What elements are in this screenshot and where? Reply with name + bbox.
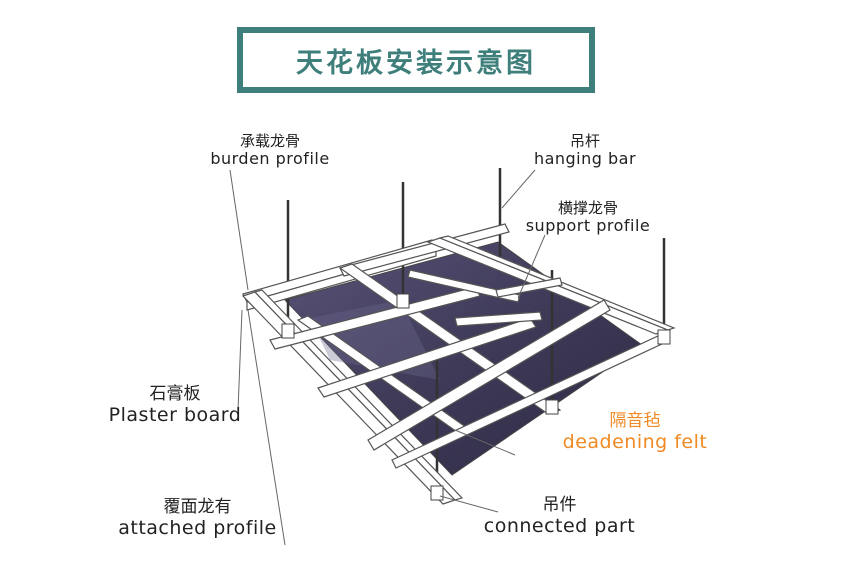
label-support-zh: 横撑龙骨 [557,199,618,217]
diagram-title: 天花板安装示意图 [296,47,536,79]
label-burden-en: burden profile [210,149,330,169]
support-profiles [269,269,665,469]
burden-profiles [242,223,510,311]
title-frame: 天花板安装示意图 [237,27,595,93]
label-deadening-felt: 隔音毡 deadening felt [560,411,710,453]
label-plaster-en: Plaster board [108,403,242,426]
label-attached-profile: 覆面龙有 attached profile [115,497,280,539]
label-hanging-bar: 吊杆 hanging bar [525,132,645,169]
label-deadening-zh: 隔音毡 [609,411,661,431]
label-support-en: support profile [525,216,651,236]
label-burden-profile: 承载龙骨 burden profile [205,132,335,169]
label-support-profile: 横撑龙骨 support profile [518,199,658,236]
leader-lines [229,169,546,546]
label-deadening-en: deadening felt [562,430,708,453]
label-burden-zh: 承载龙骨 [239,132,300,150]
label-connected-en: connected part [483,514,636,537]
label-attached-en: attached profile [118,516,277,539]
title-inner: 天花板安装示意图 [243,33,589,87]
label-connected-zh: 吊件 [542,495,577,515]
label-attached-zh: 覆面龙有 [163,497,232,517]
label-plaster-board: 石膏板 Plaster board [105,384,245,426]
label-hanging-en: hanging bar [533,149,637,169]
label-hanging-zh: 吊杆 [569,132,600,150]
label-connected-part: 吊件 connected part [482,495,637,537]
long-profiles [241,235,676,505]
label-plaster-zh: 石膏板 [149,384,201,404]
